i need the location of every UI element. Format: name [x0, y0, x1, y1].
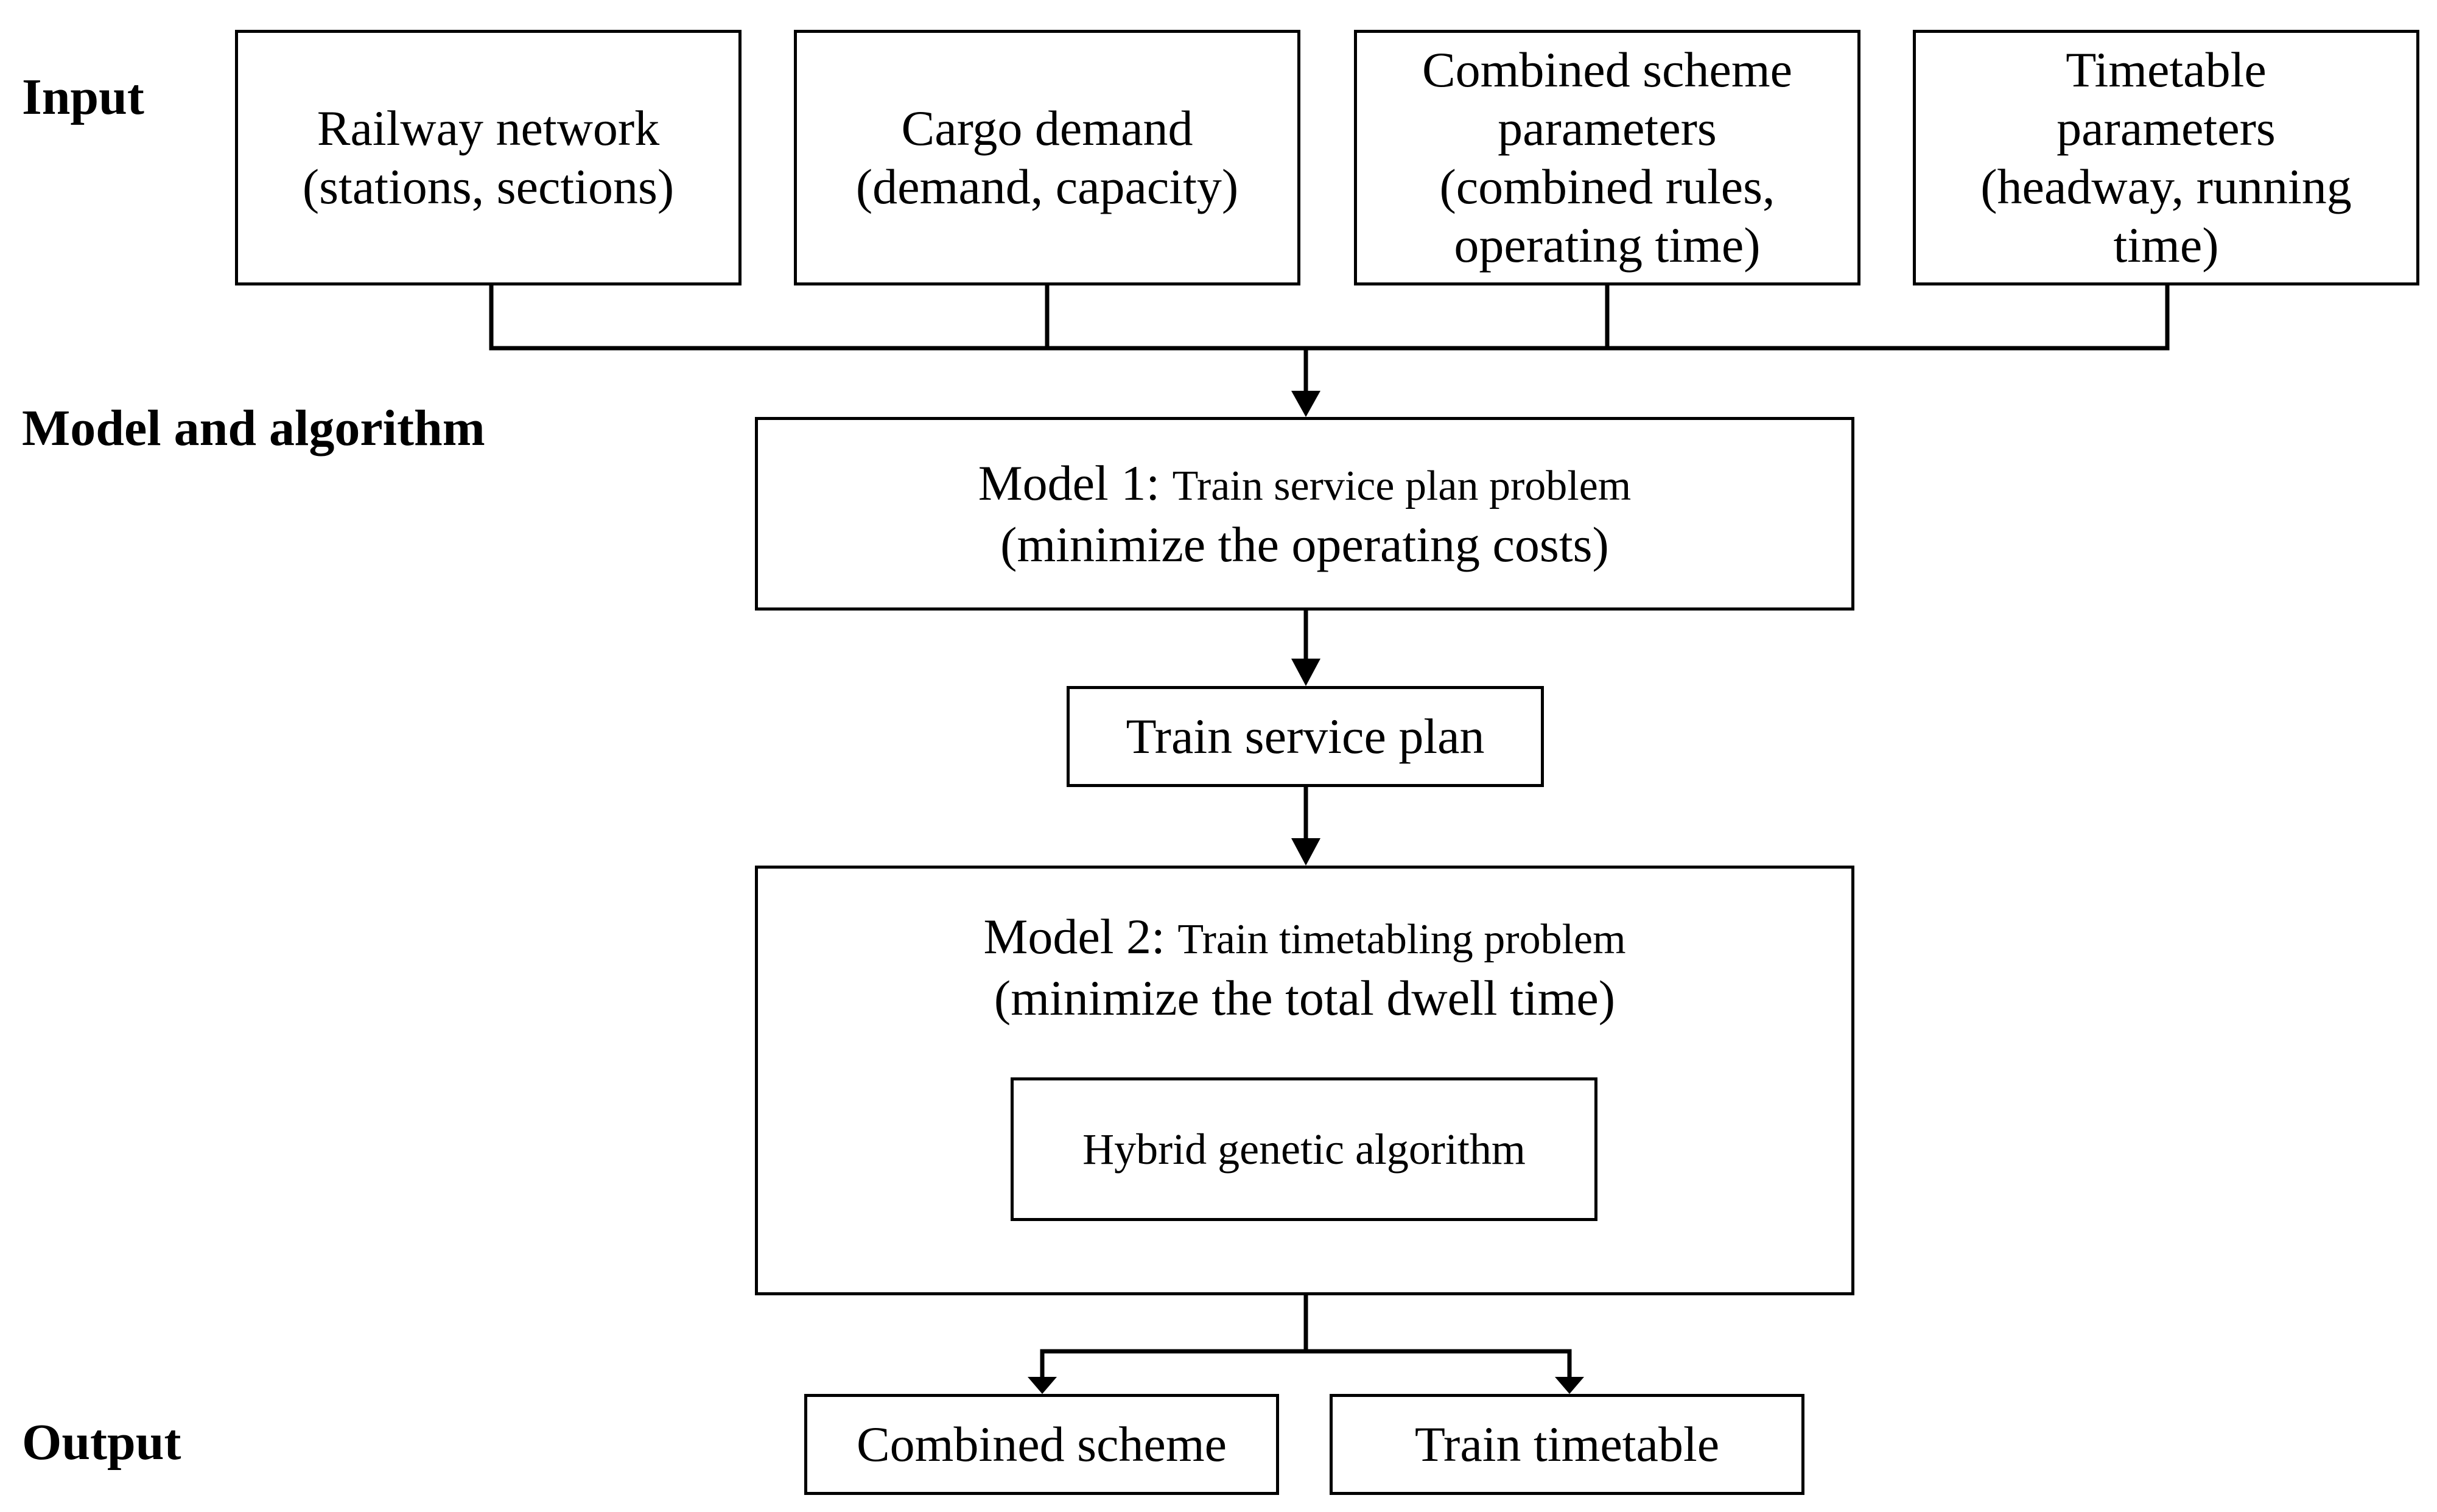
stage-label-output: Output — [22, 1414, 181, 1471]
algorithm-box: Hybrid genetic algorithm — [1011, 1077, 1597, 1221]
input-box-line: (combined rules, — [1439, 159, 1775, 214]
model2-objective: (minimize the total dwell time) — [994, 970, 1616, 1026]
output-label: Combined scheme — [856, 1416, 1227, 1472]
model2-name: Model 2: — [983, 909, 1165, 964]
arrow-to-combined-scheme — [1028, 1377, 1057, 1394]
input-box-line: parameters — [1498, 100, 1717, 156]
model2-problem: Train timetabling problem — [1177, 916, 1626, 963]
input-box-line: Railway network — [317, 100, 660, 156]
service-plan-label: Train service plan — [1126, 709, 1485, 764]
input-box-line: Cargo demand — [901, 100, 1193, 156]
arrow-to-model2 — [1291, 838, 1320, 866]
input-box-line: time) — [2113, 217, 2219, 273]
stage-label-input: Input — [22, 69, 144, 125]
input-box-timetable-parameters: Timetable parameters (headway, running t… — [1913, 30, 2419, 285]
stage-label-model-and-algorithm: Model and algorithm — [22, 400, 485, 457]
arrow-to-train-timetable — [1555, 1377, 1584, 1394]
model2-box: Model 2: Train timetabling problem (mini… — [755, 866, 1854, 1295]
service-plan-box: Train service plan — [1067, 686, 1544, 787]
algorithm-label: Hybrid genetic algorithm — [1082, 1125, 1526, 1174]
output-box-train-timetable: Train timetable — [1330, 1394, 1804, 1495]
input-box-combined-scheme-parameters: Combined scheme parameters (combined rul… — [1354, 30, 1860, 285]
input-box-railway-network: Railway network (stations, sections) — [235, 30, 742, 285]
model1-box: Model 1: Train service plan problem (min… — [755, 417, 1854, 611]
input-box-line: Combined scheme — [1422, 42, 1793, 97]
output-box-combined-scheme: Combined scheme — [804, 1394, 1279, 1495]
input-box-line: operating time) — [1454, 217, 1761, 273]
model1-objective: (minimize the operating costs) — [1000, 516, 1609, 572]
input-box-cargo-demand: Cargo demand (demand, capacity) — [794, 30, 1300, 285]
model1-title: Model 1: Train service plan problem — [978, 454, 1632, 516]
arrow-to-service-plan — [1291, 659, 1320, 686]
model1-name: Model 1: — [978, 455, 1160, 511]
model1-problem: Train service plan problem — [1172, 462, 1632, 509]
arrow-to-model1 — [1291, 391, 1320, 417]
output-label: Train timetable — [1414, 1416, 1720, 1472]
input-box-line: Timetable — [2066, 42, 2267, 97]
input-box-line: parameters — [2057, 100, 2276, 156]
input-box-line: (demand, capacity) — [855, 159, 1239, 214]
input-box-line: (stations, sections) — [302, 159, 675, 214]
input-box-line: (headway, running — [1980, 159, 2352, 214]
model2-title: Model 2: Train timetabling problem — [983, 908, 1625, 969]
